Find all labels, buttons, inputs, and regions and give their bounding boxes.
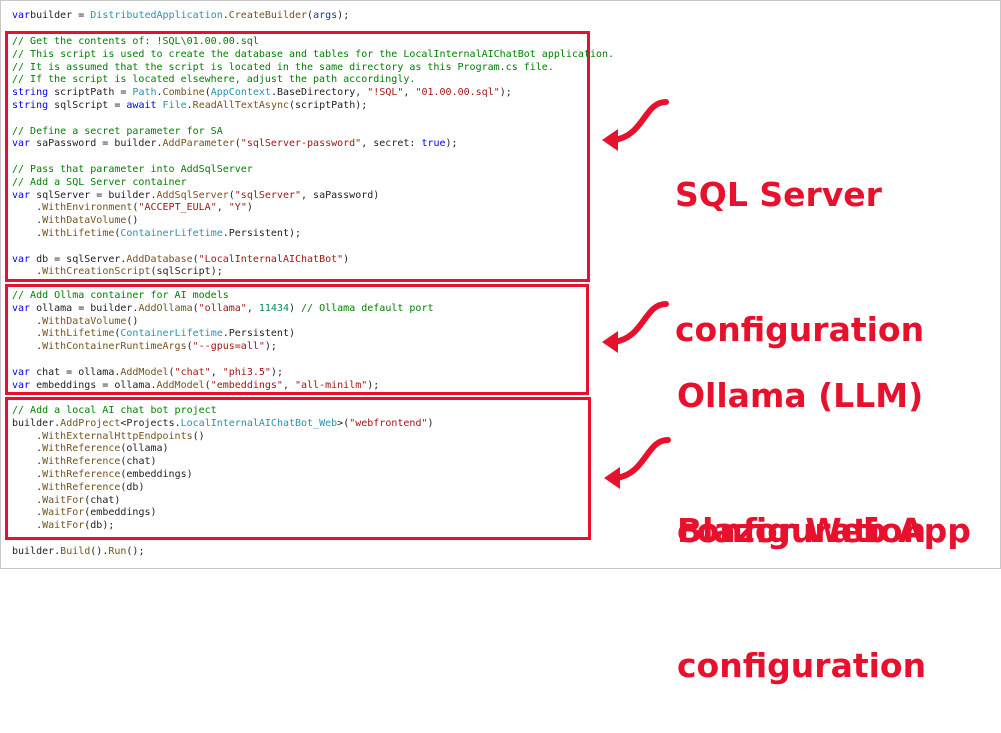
code-line: builder.AddProject<Projects.LocalInterna… bbox=[12, 417, 434, 429]
sql-highlight-box bbox=[5, 31, 590, 282]
code-line: .WithReference(embeddings) bbox=[12, 468, 193, 480]
code-line: // Add Ollma container for AI models bbox=[12, 290, 229, 301]
code-line: .WithExternalHttpEndpoints() bbox=[12, 430, 205, 442]
code-line: .WithLifetime(ContainerLifetime.Persiste… bbox=[12, 328, 295, 340]
code-line: .WaitFor(chat) bbox=[12, 494, 121, 506]
ollama-label-title: Ollama (LLM) bbox=[677, 376, 924, 415]
blazor-highlight-box bbox=[5, 397, 591, 540]
code-sql-block: // Get the contents of: !SQL\01.00.00.sq… bbox=[12, 36, 614, 279]
curved-arrow-icon bbox=[604, 437, 671, 489]
code-line: .WithReference(db) bbox=[12, 481, 145, 493]
curved-arrow-icon bbox=[602, 99, 669, 151]
code-line: // If the script is located elsewhere, a… bbox=[12, 74, 416, 86]
code-line bbox=[12, 113, 614, 126]
code-line: // Get the contents of: !SQL\01.00.00.sq… bbox=[12, 36, 259, 47]
code-line: .WaitFor(db); bbox=[12, 520, 115, 532]
code-line: .WithReference(chat) bbox=[12, 456, 157, 468]
code-line: var sqlServer = builder.AddSqlServer("sq… bbox=[12, 189, 380, 201]
code-line: .WaitFor(embeddings) bbox=[12, 507, 157, 519]
blazor-label-title: Blazor Web App bbox=[677, 511, 971, 550]
code-line: var ollama = builder.AddOllama("ollama",… bbox=[12, 302, 434, 314]
code-line: // Add a SQL Server container bbox=[12, 176, 187, 188]
sql-label: SQL Server configuration bbox=[675, 82, 924, 397]
sql-label-subtitle: configuration bbox=[675, 310, 925, 349]
ollama-label: Ollama (LLM) configuration bbox=[677, 283, 926, 598]
code-line: string scriptPath = Path.Combine(AppCont… bbox=[12, 87, 512, 99]
code-line: .WithEnvironment("ACCEPT_EULA", "Y") bbox=[12, 202, 253, 214]
code-bottom-line: builder.Build().Run(); bbox=[12, 546, 144, 559]
code-line: .WithLifetime(ContainerLifetime.Persiste… bbox=[12, 227, 302, 239]
code-line: // Add a local AI chat bot project bbox=[12, 405, 217, 416]
blazor-label: Blazor Web App configuration bbox=[677, 418, 971, 733]
code-line: .WithDataVolume() bbox=[12, 315, 139, 327]
blazor-label-subtitle: configuration bbox=[677, 646, 927, 685]
code-line: var db = sqlServer.AddDatabase("LocalInt… bbox=[12, 253, 350, 265]
code-line: .WithReference(ollama) bbox=[12, 443, 169, 455]
code-line: .WithCreationScript(sqlScript); bbox=[12, 266, 223, 278]
curved-arrow-icon bbox=[602, 301, 669, 353]
code-line: .WithDataVolume() bbox=[12, 215, 139, 227]
code-line: varbuilder = DistributedApplication.Crea… bbox=[12, 10, 350, 21]
code-line bbox=[12, 151, 614, 164]
code-line: builder.Build().Run(); bbox=[12, 546, 145, 557]
code-line: .WithContainerRuntimeArgs("--gpus=all"); bbox=[12, 341, 277, 353]
code-line: string sqlScript = await File.ReadAllTex… bbox=[12, 99, 368, 111]
code-line: // Pass that parameter into AddSqlServer bbox=[12, 163, 253, 175]
code-line: var chat = ollama.AddModel("chat", "phi3… bbox=[12, 366, 283, 378]
code-line bbox=[12, 354, 433, 367]
code-line: // Define a secret parameter for SA bbox=[12, 125, 223, 137]
sql-label-title: SQL Server bbox=[675, 175, 882, 214]
code-line: // This script is used to create the dat… bbox=[12, 48, 615, 60]
ollama-label-subtitle: configuration bbox=[677, 511, 927, 550]
code-line: // It is assumed that the script is loca… bbox=[12, 61, 554, 73]
code-line: var saPassword = builder.AddParameter("s… bbox=[12, 138, 458, 150]
code-line bbox=[12, 241, 614, 254]
code-top-line: varbuilder = DistributedApplication.Crea… bbox=[12, 10, 349, 23]
ollama-highlight-box bbox=[5, 284, 589, 395]
code-line: var embeddings = ollama.AddModel("embedd… bbox=[12, 379, 380, 391]
